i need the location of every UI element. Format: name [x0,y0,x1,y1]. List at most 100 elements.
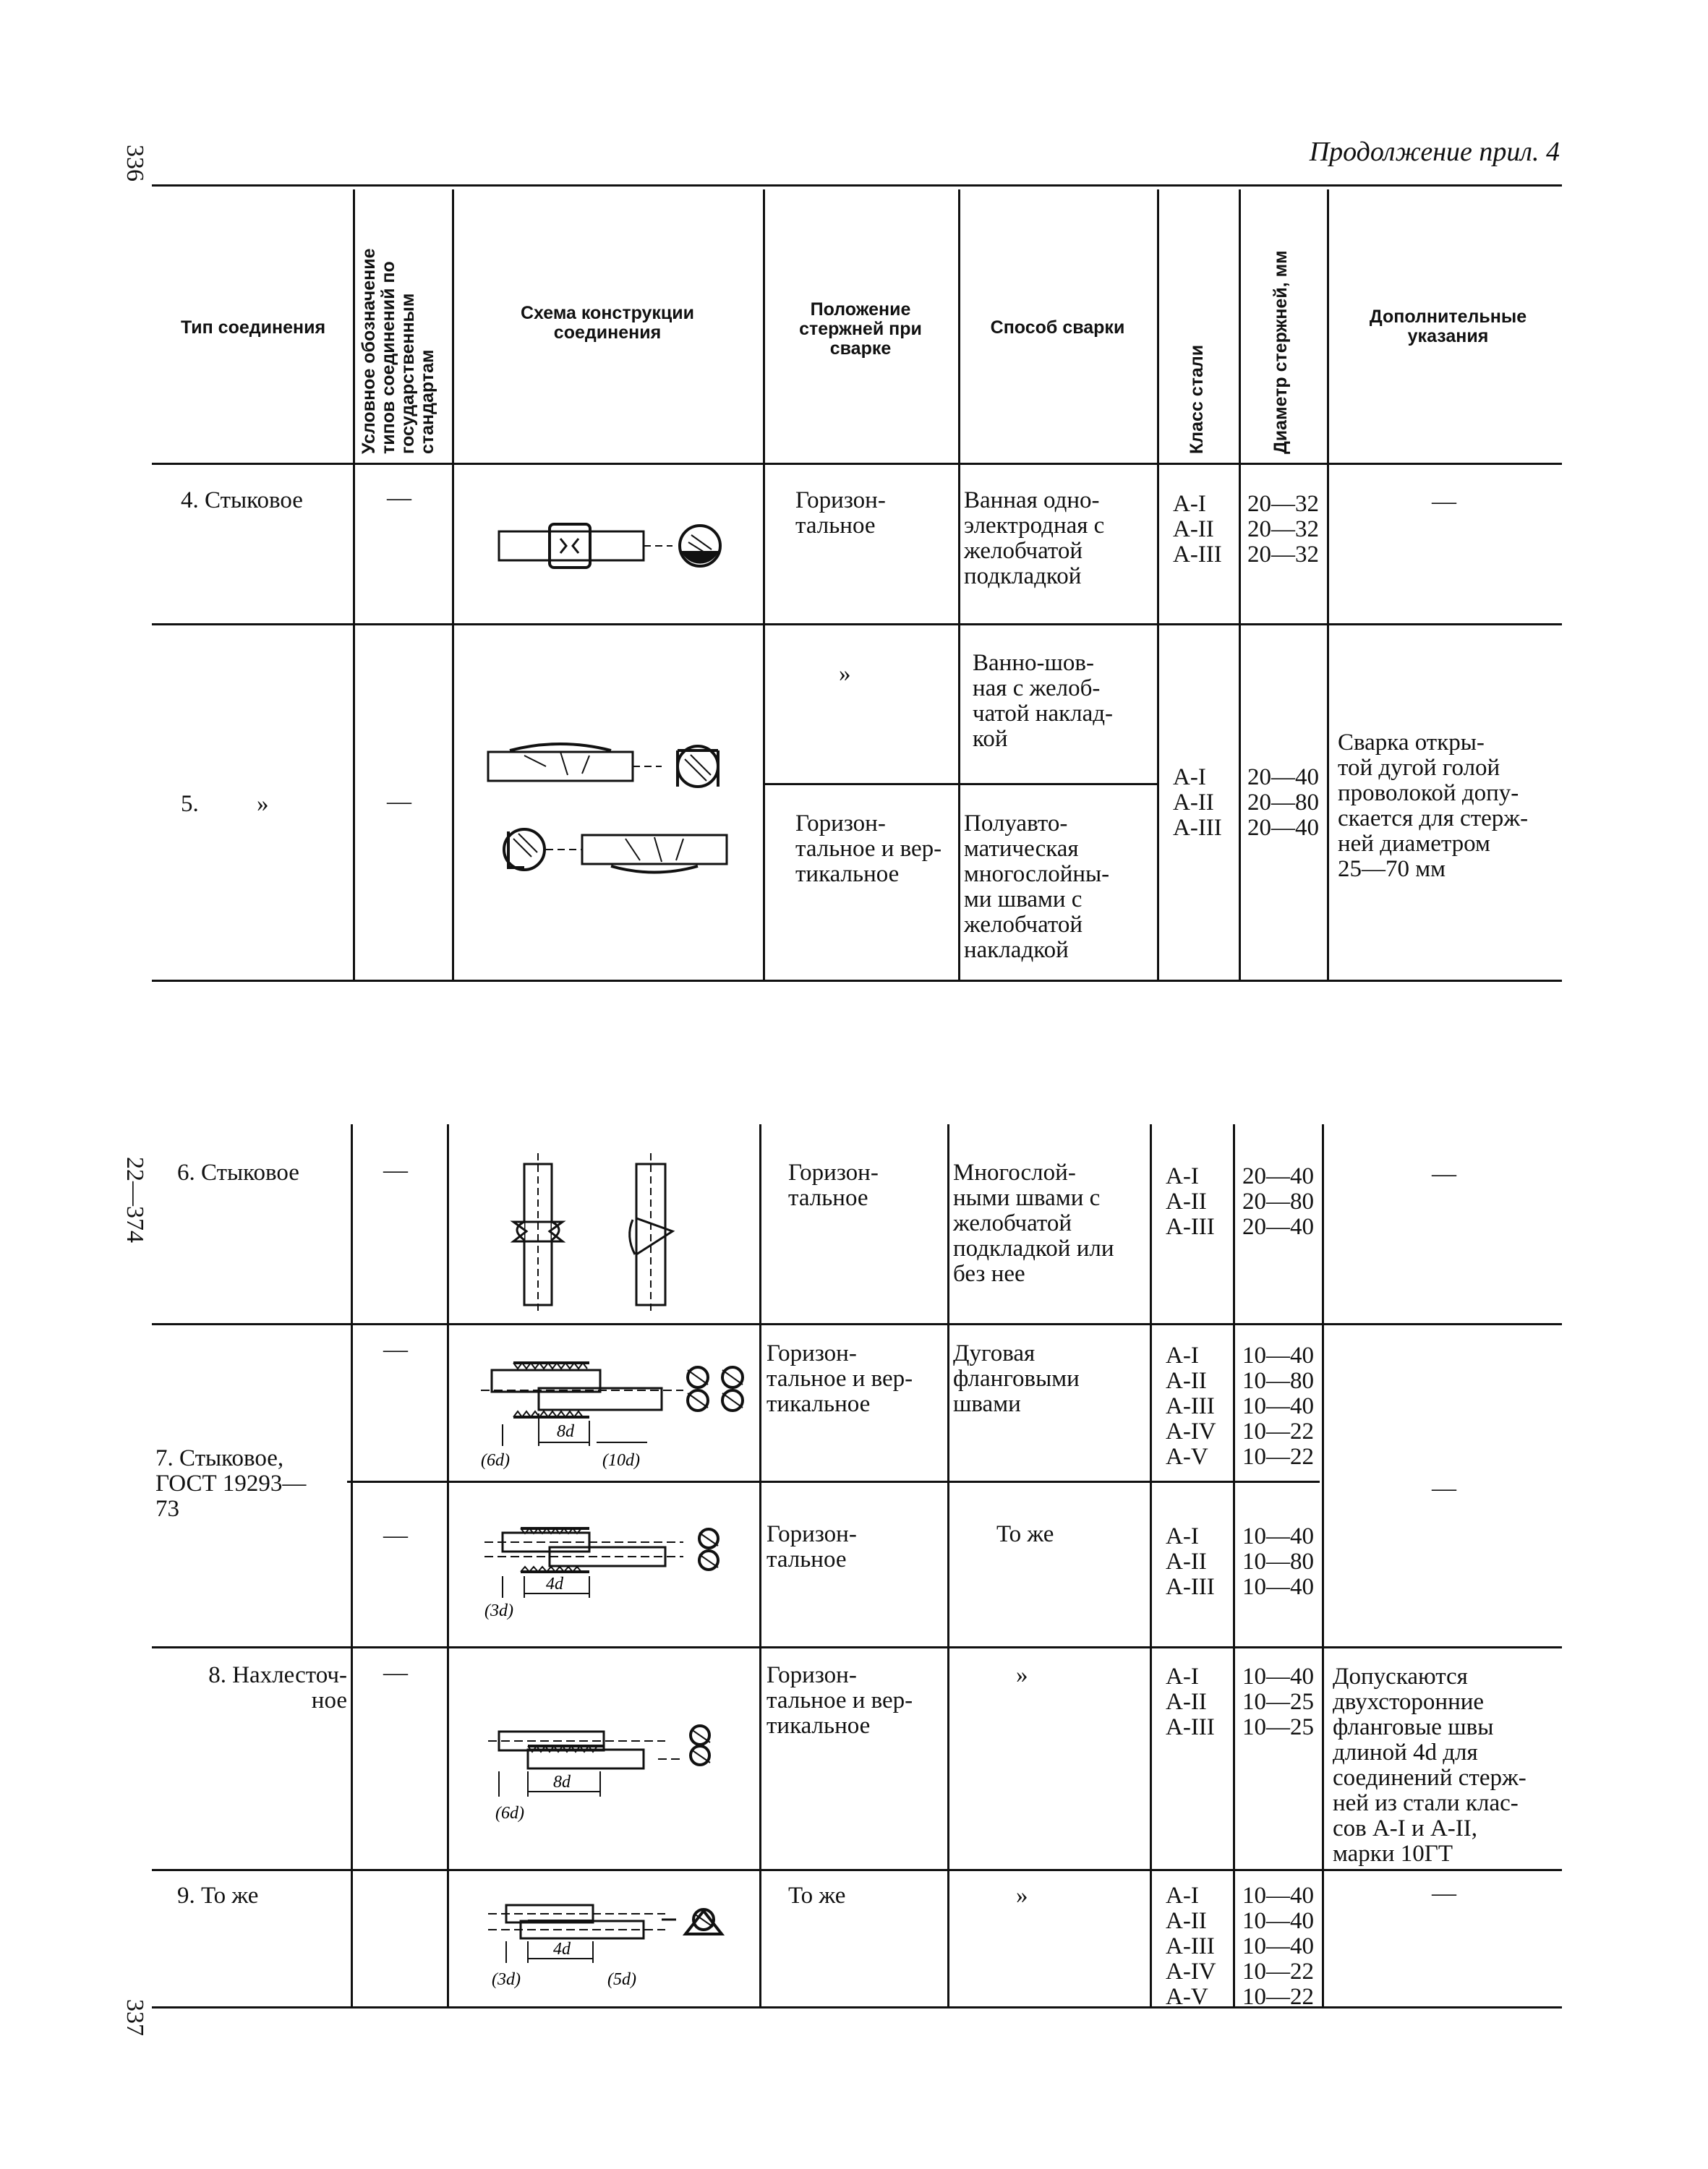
header-steel-class: Класс стали [1187,344,1207,454]
row8-classes: А-I А-II А-III [1166,1664,1215,1740]
row5-diam: 20—40 20—80 20—40 [1247,764,1319,841]
row8-designation: — [383,1659,408,1686]
row5-classes: А-I А-II А-III [1173,764,1222,841]
row7-position-a: Горизон- тальное и вер- тикальное [767,1340,913,1417]
row8-dim-1: 8d [553,1773,571,1792]
row9-classes: А-I А-II А-III А-IV А-V [1166,1883,1216,2010]
col-rule-4 [958,189,960,980]
header-designation-text: Условное обозначение типов соединений по… [359,248,437,454]
table-bottom-rule [152,2006,1562,2008]
row8-bottom-rule [152,1869,1562,1871]
row5-designation: — [387,788,411,815]
col-rule-2 [452,189,454,980]
table-top-rule [152,184,1562,187]
row7-diam-a: 10—40 10—80 10—40 10—22 10—22 [1242,1343,1314,1470]
row5-scheme-diagram [487,743,728,874]
col-rule-5 [1157,189,1159,980]
row9-dim-2: (3d) [492,1970,521,1989]
col-rule-7 [1327,189,1329,980]
signature-mark: 22—374 [121,1157,148,1243]
col-rule-2b [447,1124,449,2006]
row6-bottom-rule [152,1323,1562,1325]
row6-position: Горизон- тальное [788,1160,879,1211]
header-designation: Условное обозначение типов соединений по… [359,194,437,454]
row6-type: 6. Стыковое [177,1160,299,1186]
row9-scheme-diagram: 4d (3d) (5d) [488,1904,725,1989]
row5-notes: Сварка откры- той дугой голой проволокой… [1338,730,1529,882]
row4-type: 4. Стыковое [181,487,303,513]
row6-classes: А-I А-II А-III [1166,1163,1215,1240]
row8-position: Горизон- тальное и вер- тикальное [767,1662,913,1739]
header-type: Тип соединения [180,317,326,338]
header-bottom-rule [152,463,1562,465]
header-diameter: Диаметр стержней, мм [1271,250,1291,454]
col-rule-4b [947,1124,949,2006]
col-rule-1 [353,189,355,980]
row5-method-b: Полуавто- матическая многослойны- ми шва… [964,810,1110,963]
row4-bottom-rule [152,623,1562,625]
row4-designation: — [387,484,411,511]
header-method: Способ сварки [990,317,1125,338]
row9-type: 9. То же [177,1883,259,1909]
header-notes: Дополнительные указания [1369,307,1527,346]
row8-dim-2: (6d) [495,1804,524,1823]
row5-position-b: Горизон- тальное и вер- тикальное [795,810,942,887]
row7-dim-b-1: (3d) [484,1601,513,1620]
row9-method: » [1016,1883,1028,1909]
row8-diam: 10—40 10—25 10—25 [1242,1664,1314,1740]
row4-classes: А-I А-II А-III [1173,491,1222,568]
row6-method: Многослой- ными швами с желобчатой подкл… [953,1160,1114,1287]
row7-notes: — [1432,1475,1456,1502]
row5-method-a: Ванно-шов- ная с желоб- чатой наклад- ко… [973,650,1114,752]
row7-classes-b: А-I А-II А-III [1166,1523,1215,1600]
row8-scheme-diagram: 8d (6d) [488,1724,711,1823]
row9-dim-1: 4d [553,1940,571,1959]
page-number-bottom: 337 [121,1999,148,2036]
row7-classes-a: А-I А-II А-III А-IV А-V [1166,1343,1216,1470]
col-rule-6 [1239,189,1241,980]
row9-notes: — [1432,1880,1456,1907]
row7-scheme-diagram-b: (3d) 4d [484,1527,720,1620]
row7-diam-b: 10—40 10—80 10—40 [1242,1523,1314,1600]
row9-diam: 10—40 10—40 10—40 10—22 10—22 [1242,1883,1314,2010]
row8-type: 8. Нахлесточ- ное [208,1662,347,1714]
row5-position-a: » [839,661,851,687]
row9-dim-3: (5d) [607,1970,636,1989]
row6-notes: — [1432,1160,1456,1187]
row7-dim-a-3: (10d) [602,1451,640,1470]
row7-dim-b-2: 4d [546,1575,564,1593]
col-rule-1b [351,1124,353,2006]
row8-notes: Допускаются двухсторонние фланговые швы … [1333,1664,1526,1867]
row7-position-b: Горизон- тальное [767,1521,857,1573]
col-rule-3b [759,1124,761,2006]
row6-designation: — [383,1157,408,1184]
row4-notes: — [1432,488,1456,515]
row7-type: 7. Стыковое, ГОСТ 19293— 73 [155,1445,307,1522]
row4-scheme-diagram [498,523,722,569]
row7-bottom-rule [152,1646,1562,1648]
row7-designation-a: — [383,1336,408,1363]
row7-method-b: То же [996,1521,1054,1547]
row6-scheme-diagram [510,1153,675,1312]
row4-position: Горизон- тальное [795,487,886,539]
row5-bottom-rule [152,980,1562,982]
row4-method: Ванная одно- электродная с желобчатой по… [964,487,1105,589]
col-rule-6b [1233,1124,1235,2006]
row7-method-a: Дуговая фланговыми швами [953,1340,1080,1417]
row7-split-rule [347,1481,1320,1483]
header-position: Положение стержней при сварке [799,299,922,359]
row7-dim-a-1: (6d) [481,1451,510,1470]
page-number-top: 336 [121,145,148,181]
row7-dim-a-2: 8d [557,1422,575,1441]
header-scheme: Схема конструкции соединения [520,303,695,343]
row5-type: 5. [181,791,199,817]
row9-position: То же [788,1883,846,1909]
col-rule-5b [1150,1124,1152,2006]
col-rule-3 [763,189,765,980]
continuation-title: Продолжение прил. 4 [1309,137,1560,167]
row7-scheme-diagram-a: (6d) 8d (10d) [481,1361,744,1470]
row6-diam: 20—40 20—80 20—40 [1242,1163,1314,1240]
row4-diam: 20—32 20—32 20—32 [1247,491,1319,568]
col-rule-7b [1322,1124,1324,2006]
row5-type-ditto: » [257,791,269,817]
